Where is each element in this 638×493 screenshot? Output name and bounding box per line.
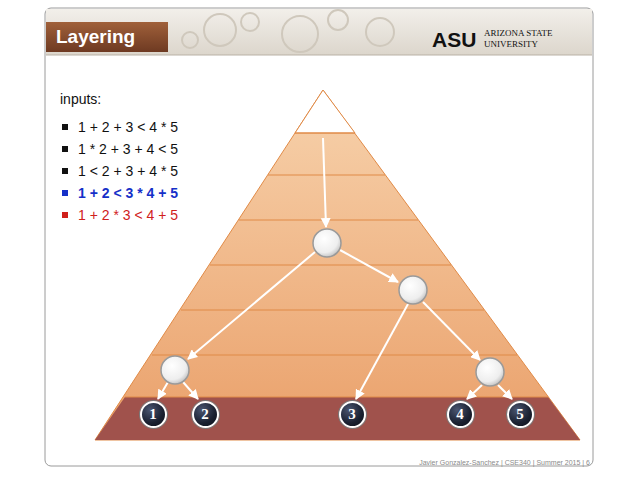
leaf-node: 1 (140, 401, 167, 428)
logo-text-wrap: ARIZONA STATE UNIVERSITY (484, 28, 568, 51)
leaf-node: 3 (339, 401, 366, 428)
list-bullet (62, 168, 68, 174)
header-rule (46, 55, 592, 56)
footer-credit-wrap: Javier Gonzalez-Sanchez | CSE340 | Summe… (419, 451, 590, 469)
input-expression: 1 + 2 * 3 < 4 + 5 (78, 206, 178, 224)
tree-arrows (158, 138, 512, 399)
input-expression-wrap: 1 < 2 + 3 + 4 * 5 (78, 162, 178, 180)
slide-title: Layering (56, 26, 135, 48)
logo-mark: ASU (432, 27, 476, 53)
input-expression: 1 + 2 < 3 * 4 + 5 (78, 184, 178, 202)
logo-text: ARIZONA STATE UNIVERSITY (484, 28, 568, 50)
gear-texture (182, 10, 394, 52)
list-bullet (62, 146, 68, 152)
input-expression-wrap: 1 + 2 < 3 * 4 + 5 (78, 184, 178, 202)
header-bar (46, 9, 592, 55)
layer-lines (125, 133, 548, 397)
input-expression: 1 < 2 + 3 + 4 * 5 (78, 162, 178, 180)
pyramid-tip (295, 90, 355, 133)
node-number: 3 (348, 407, 356, 422)
input-expression: 1 * 2 + 3 + 4 < 5 (78, 140, 178, 158)
inputs-heading: inputs: (60, 90, 101, 108)
input-expression-wrap: 1 * 2 + 3 + 4 < 5 (78, 140, 178, 158)
inner-tree-node (161, 229, 504, 386)
inputs-heading-wrap: inputs: (60, 90, 101, 108)
list-bullet (62, 124, 68, 130)
node-number: 4 (456, 407, 464, 422)
leaf-node: 5 (507, 401, 534, 428)
title-tab (46, 22, 168, 52)
base-layer (95, 397, 580, 440)
logo-mark-wrap: ASU (432, 27, 476, 53)
list-bullet (62, 190, 68, 196)
node-number: 1 (149, 407, 157, 422)
title-wrap: Layering (56, 26, 135, 48)
footer-credit: Javier Gonzalez-Sanchez | CSE340 | Summe… (419, 458, 590, 467)
leaf-node: 2 (192, 401, 219, 428)
leaf-node: 4 (447, 401, 474, 428)
node-number: 2 (201, 407, 209, 422)
slide-frame (45, 8, 593, 466)
input-expression: 1 + 2 + 3 < 4 * 5 (78, 118, 178, 136)
node-number: 5 (516, 407, 524, 422)
input-expression-wrap: 1 + 2 * 3 < 4 + 5 (78, 206, 178, 224)
list-bullet (62, 212, 68, 218)
input-expression-wrap: 1 + 2 + 3 < 4 * 5 (78, 118, 178, 136)
